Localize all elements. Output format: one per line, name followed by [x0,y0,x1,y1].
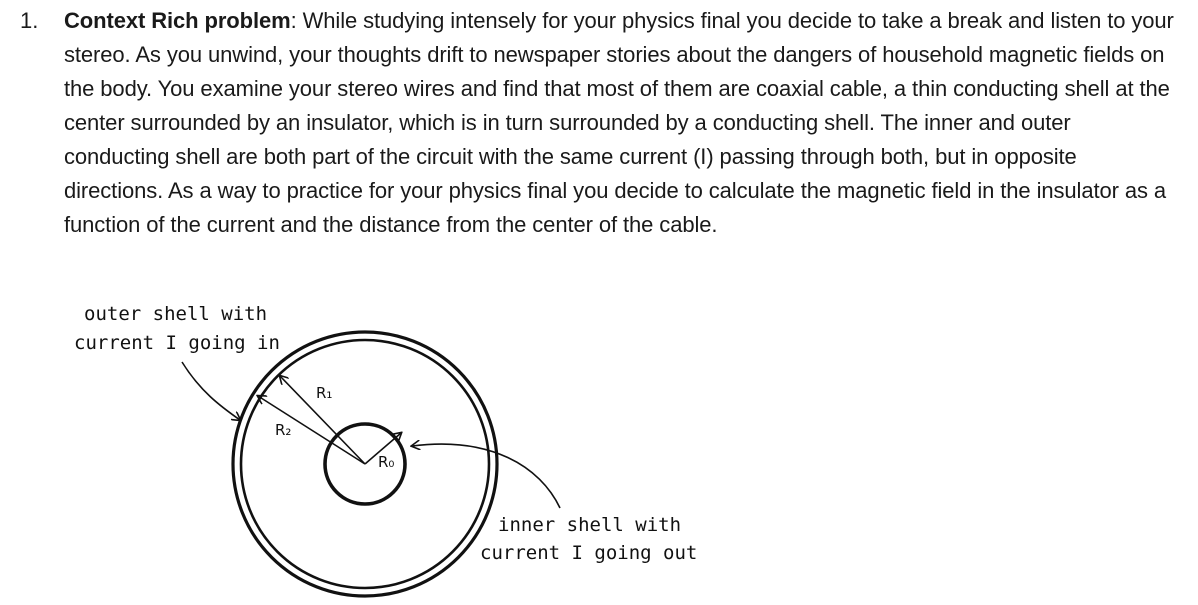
inner-shell-label-line1: inner shell with [498,514,682,536]
inner-shell-pointer [412,444,561,509]
coaxial-cable-figure: outer shell with current I going in inne… [60,296,700,601]
r0-label: R₀ [378,453,395,471]
problem-text: Context Rich problem: While studying int… [64,4,1174,242]
inner-shell-circle [323,422,407,506]
problem-number: 1. [20,8,39,33]
outer-shell-label-line2: current I going in [74,332,280,354]
r0-line [364,433,401,465]
problem-title: Context Rich problem [64,8,291,33]
outer-shell-label-line1: outer shell with [84,303,268,325]
r1-line [280,376,366,465]
problem-body: : While studying intensely for your phys… [64,8,1174,237]
outer-shell-inner-circle [239,338,491,590]
outer-shell-outer-circle [231,330,499,598]
inner-shell-label-line2: current I going out [480,542,698,564]
outer-shell-pointer [181,361,240,420]
coaxial-cable-diagram [181,330,561,598]
r1-label: R₁ [316,384,333,402]
r2-line [258,396,366,465]
r2-label: R₂ [275,421,292,439]
